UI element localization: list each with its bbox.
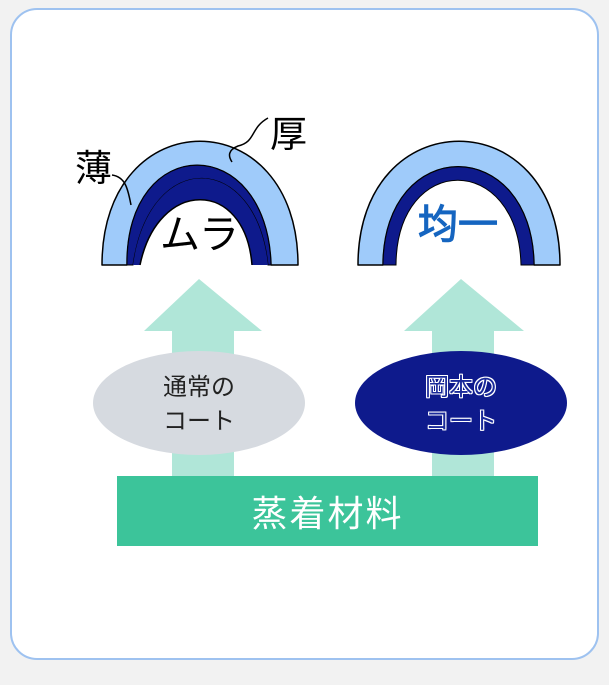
coat-inner-left-thick xyxy=(133,178,268,265)
label-even: 均一 xyxy=(418,202,498,248)
oval-normal-line2: コート xyxy=(163,407,235,435)
label-uneven: ムラ xyxy=(160,212,240,258)
coat-inner-right xyxy=(382,166,535,266)
panel xyxy=(10,8,599,660)
coat-inner-left-edge xyxy=(139,199,253,266)
label-thin: 薄 xyxy=(75,147,112,190)
oval-normal-label: 通常の コート xyxy=(94,370,304,438)
oval-normal-line1: 通常の xyxy=(163,373,235,401)
leader-thick xyxy=(228,117,269,163)
label-thick: 厚 xyxy=(270,113,307,156)
leader-thin xyxy=(111,174,132,206)
oval-okamoto-line1: 岡本の xyxy=(425,373,497,401)
base-bar xyxy=(117,476,538,546)
oval-okamoto-line2: コート xyxy=(425,407,497,435)
oval-normal xyxy=(93,351,305,455)
oval-okamoto xyxy=(355,351,567,455)
base-label: 蒸着材料 xyxy=(251,494,404,535)
oval-okamoto-label: 岡本の コート xyxy=(356,370,566,438)
